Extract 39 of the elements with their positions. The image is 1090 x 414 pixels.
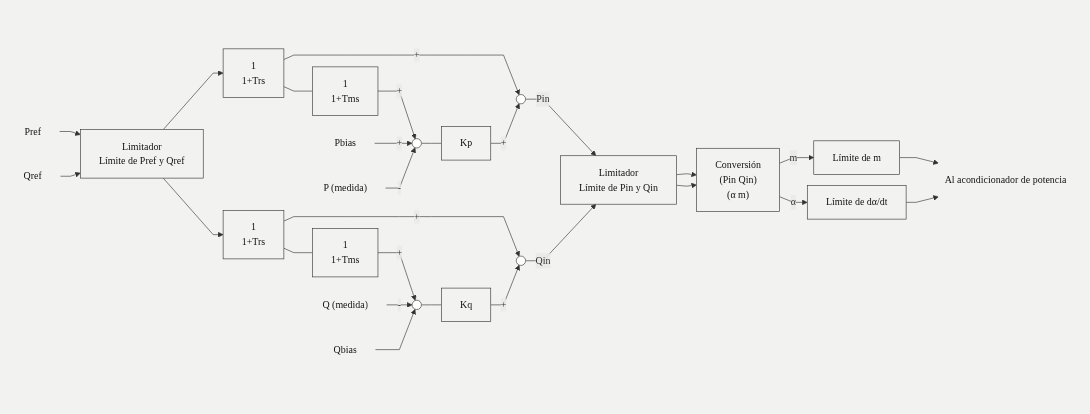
connector bbox=[283, 247, 313, 253]
connector bbox=[421, 304, 442, 306]
node-box: Límite de dα/dt bbox=[807, 185, 907, 220]
node-box: Kp bbox=[441, 126, 492, 161]
node-text: Qbias bbox=[333, 344, 357, 355]
edge-label: + bbox=[396, 137, 403, 149]
edge-label: m bbox=[789, 152, 798, 163]
edge-label: Pin bbox=[536, 93, 550, 105]
edge-label: + bbox=[413, 49, 420, 61]
node-text: Qref bbox=[23, 170, 42, 182]
edge-label: + bbox=[396, 85, 403, 97]
edge-label: - bbox=[397, 299, 402, 310]
edge-label: + bbox=[413, 211, 420, 222]
node-box: 1 1+Tms bbox=[312, 228, 379, 278]
node-box: 1 1+Trs bbox=[222, 48, 285, 98]
node-box: Limitador Límite de Pin y Qin bbox=[560, 155, 677, 205]
node-text: P (medida) bbox=[323, 182, 367, 194]
node-text: Pref bbox=[24, 125, 41, 137]
edge-label: + bbox=[500, 137, 507, 149]
node-circle bbox=[411, 138, 422, 149]
edge-label: - bbox=[397, 182, 402, 194]
node-text: Q (medida) bbox=[322, 299, 368, 310]
node-box: Kq bbox=[441, 287, 492, 322]
connector bbox=[283, 86, 313, 92]
node-box: Limitador Límite de Pref y Qref bbox=[80, 129, 204, 179]
edge-label: + bbox=[500, 299, 507, 310]
node-box: 1 1+Tms bbox=[312, 66, 379, 116]
node-box: Conversión (Pin Qin) (α m) bbox=[696, 147, 780, 212]
node-text: Pbias bbox=[334, 137, 356, 149]
node-circle bbox=[411, 299, 422, 310]
node-box: 1 1+Trs bbox=[222, 210, 285, 260]
node-text: Al acondicionador de potencia bbox=[944, 174, 1067, 185]
edge-label: + bbox=[396, 247, 403, 258]
node-box: Límite de m bbox=[813, 140, 900, 175]
edge-label: α bbox=[790, 196, 797, 208]
node-circle bbox=[515, 255, 526, 266]
connector bbox=[421, 143, 442, 144]
edge-label: Qin bbox=[535, 255, 551, 266]
node-circle bbox=[515, 94, 526, 105]
